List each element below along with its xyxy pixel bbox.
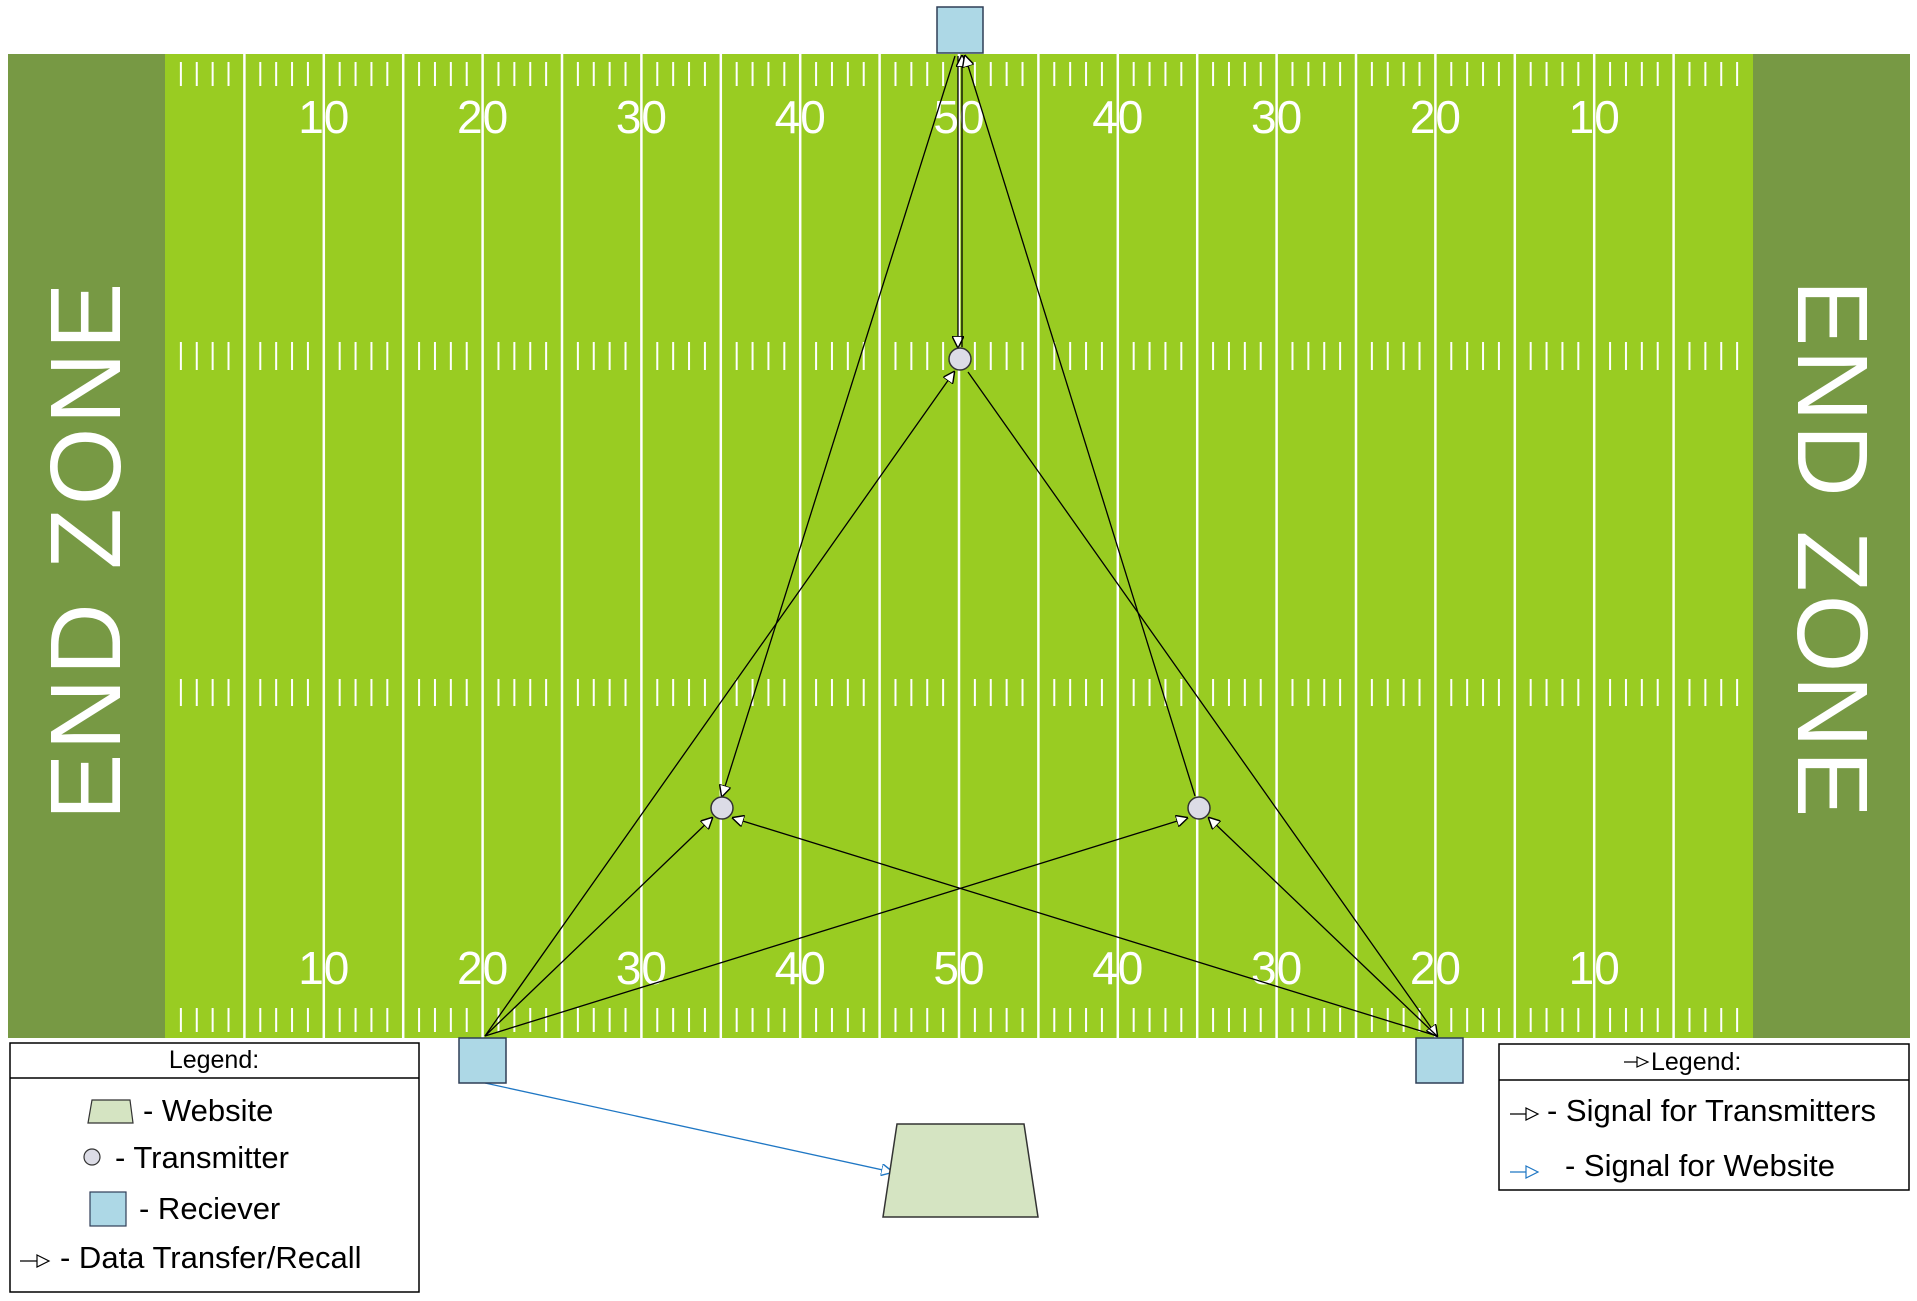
yard-number-top: 40 (1092, 91, 1143, 143)
yard-number-top: 10 (1569, 91, 1620, 143)
legend-right-item-website: - Signal for Website (1565, 1148, 1835, 1183)
arrow-top-rx-to-left-tx (722, 55, 956, 796)
website (882, 1123, 1039, 1218)
legend-left-item-data-transfer: - Data Transfer/Recall (60, 1240, 362, 1275)
yard-number-bottom: 40 (1092, 942, 1143, 994)
arrow-bl-rx-to-right-tx (484, 818, 1187, 1037)
yard-number-bottom: 40 (775, 942, 826, 994)
legend-right: Legend: - Signal for Transmitters - Sign… (1498, 1043, 1910, 1191)
yard-number-bottom: 30 (1251, 942, 1302, 994)
yard-number-top: 30 (1251, 91, 1302, 143)
legend-right-item-transmitters: - Signal for Transmitters (1547, 1093, 1876, 1128)
receiver-bottom-left (458, 1037, 507, 1084)
end-zone-right-label: END ZONE (1776, 280, 1888, 821)
yard-number-top: 20 (457, 91, 508, 143)
arrow-br-rx-to-right-tx (1209, 818, 1438, 1037)
yard-number-top: 50 (933, 91, 984, 143)
yard-number-bottom: 10 (1569, 942, 1620, 994)
website-icon (87, 1099, 134, 1124)
arrow-br-rx-to-left-tx (733, 818, 1438, 1037)
arrow-icon (20, 1254, 51, 1268)
yard-number-bottom: 20 (457, 942, 508, 994)
transmitter-left (710, 796, 734, 820)
yard-number-bottom: 30 (616, 942, 667, 994)
yard-number-bottom: 10 (298, 942, 349, 994)
legend-left-box (9, 1042, 420, 1293)
legend-left-item-website: - Website (143, 1093, 273, 1128)
receiver-bottom-right (1415, 1037, 1464, 1084)
yard-number-top: 10 (298, 91, 349, 143)
arrow-bl-rx-to-left-tx (484, 818, 712, 1037)
end-zone-left (8, 54, 165, 1038)
legend-left-item-transmitter: - Transmitter (115, 1140, 289, 1175)
receiver-icon (89, 1191, 127, 1227)
receiver-top (936, 6, 984, 54)
black-arrow-icon (1510, 1107, 1540, 1121)
blue-arrow-icon (1510, 1165, 1540, 1179)
yard-number-bottom: 50 (933, 942, 984, 994)
legend-right-title-arrow-icon (1624, 1056, 1650, 1068)
football-field: 10 20 30 40 50 40 30 20 10 10 20 30 40 50 40 30 20 10 END… (8, 54, 1910, 1038)
yard-number-top: 30 (616, 91, 667, 143)
transmitter-right (1187, 796, 1211, 820)
arrow-right-tx-to-top-rx (965, 56, 1196, 797)
transmitter-top (948, 347, 972, 371)
yard-numbers: 10 20 30 40 50 40 30 20 10 10 20 30 40 50 40 30 20 10 (298, 91, 1620, 994)
end-zone-left-label: END ZONE (30, 280, 142, 821)
yard-number-top: 20 (1410, 91, 1461, 143)
transmitter-icon (83, 1148, 101, 1166)
arrow-bl-rx-to-website (484, 1082, 892, 1172)
end-zone-right (1753, 54, 1910, 1038)
signal-arrows (484, 55, 1438, 1172)
legend-right-box (1498, 1043, 1910, 1191)
legend-left: Legend: - Website - Transmitter - Reciev… (9, 1042, 420, 1293)
arrow-top-tx-to-br-rx (967, 371, 1437, 1036)
legend-right-title: Legend: (1651, 1048, 1741, 1076)
arrow-bl-rx-to-top-tx (484, 372, 954, 1037)
legend-left-item-receiver: - Reciever (139, 1191, 280, 1226)
yard-lines (243, 54, 1675, 1038)
hash-marks (179, 62, 1739, 1032)
yard-number-bottom: 20 (1410, 942, 1461, 994)
yard-number-top: 40 (775, 91, 826, 143)
legend-left-title: Legend: (169, 1046, 259, 1074)
